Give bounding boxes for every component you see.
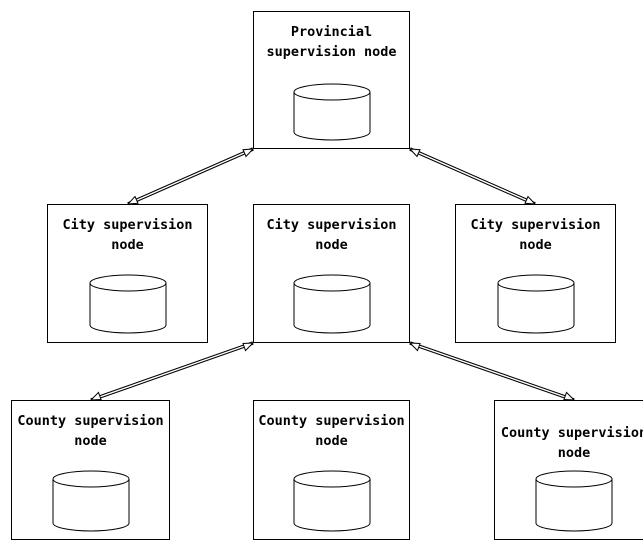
county-supervision-node-left: County supervision node: [11, 400, 170, 540]
edge-province-city-right: [409, 147, 536, 206]
arrowhead: [242, 148, 255, 158]
arrowhead: [408, 148, 421, 158]
database-icon: [293, 470, 371, 532]
node-label: County supervision node: [17, 413, 164, 449]
database-icon: [293, 274, 371, 334]
edge-city-county-right: [409, 341, 575, 402]
county-supervision-node-middle: County supervision node: [253, 400, 410, 540]
database-icon: [89, 274, 167, 334]
node-label: City supervision node: [266, 217, 397, 253]
city-supervision-node-left: City supervision node: [47, 204, 208, 343]
node-label: City supervision node: [470, 217, 601, 253]
database-icon: [497, 274, 575, 334]
arrowhead: [89, 391, 102, 401]
database-icon: [52, 470, 130, 532]
arrowheads: [89, 148, 576, 401]
provincial-supervision-node: Provincial supervision node: [253, 11, 410, 149]
city-supervision-node-middle: City supervision node: [253, 204, 410, 343]
node-label: City supervision node: [62, 217, 193, 253]
edge-province-city-left: [127, 147, 254, 206]
database-icon: [293, 83, 371, 141]
county-supervision-node-right: County supervision node: [494, 400, 643, 540]
node-label: County supervision node: [500, 425, 643, 461]
arrowhead: [408, 342, 421, 352]
edge-city-county-left: [90, 341, 254, 402]
database-icon: [535, 470, 613, 532]
arrowhead: [524, 195, 537, 205]
node-label: County supervision node: [258, 413, 405, 449]
arrowhead: [563, 391, 576, 401]
arrowhead: [242, 342, 255, 352]
city-supervision-node-right: City supervision node: [455, 204, 616, 343]
arrowhead: [126, 195, 139, 205]
node-label: Provincial supervision node: [266, 24, 397, 60]
